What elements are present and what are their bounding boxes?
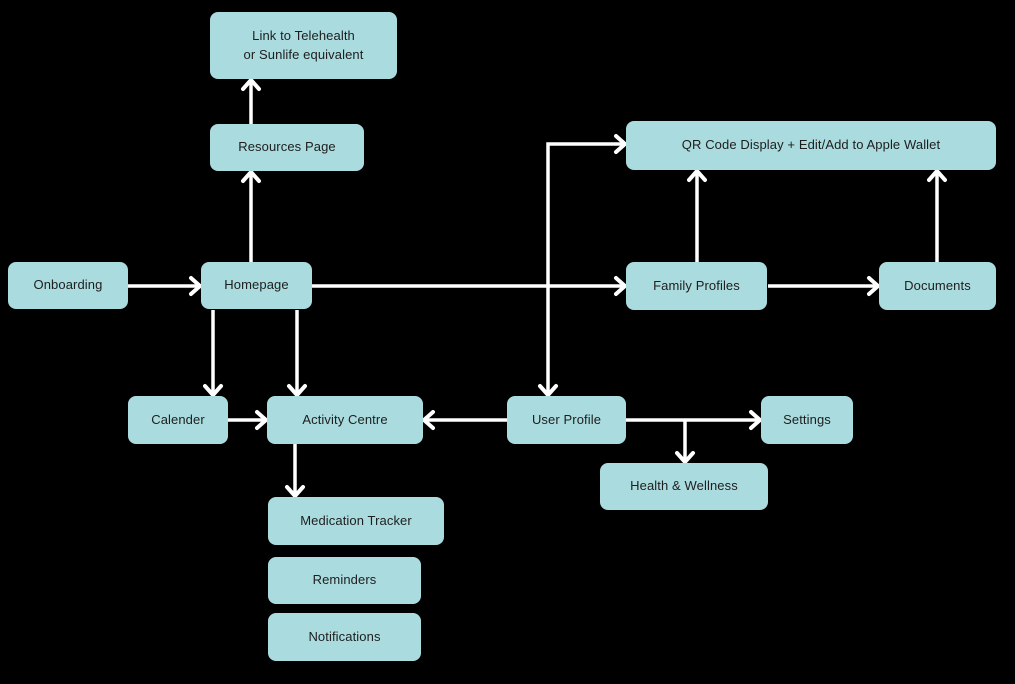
node-label-homepage: Homepage <box>224 277 289 293</box>
node-label-link-telehealth: Link to Telehealth or Sunlife equivalent <box>243 27 364 62</box>
node-calender: Calender <box>128 396 228 444</box>
node-label-user-profile: User Profile <box>531 411 602 427</box>
node-link-telehealth: Link to Telehealth or Sunlife equivalent <box>210 12 397 79</box>
node-label-documents: Documents <box>904 277 971 293</box>
node-reminders: Reminders <box>268 557 421 604</box>
node-settings: Settings <box>761 396 853 444</box>
node-label-settings: Settings <box>783 411 831 427</box>
node-user-profile: User Profile <box>507 396 626 444</box>
node-label-family-profiles: Family Profiles <box>653 277 740 293</box>
node-resources-page: Resources Page <box>210 124 364 171</box>
node-label-resources-page: Resources Page <box>238 139 336 155</box>
node-health-wellness: Health & Wellness <box>600 463 768 510</box>
node-label-calender: Calender <box>151 411 205 427</box>
node-medication-tracker: Medication Tracker <box>268 497 444 545</box>
node-label-activity-centre: Activity Centre <box>302 411 388 427</box>
node-label-onboarding: Onboarding <box>33 277 103 293</box>
node-label-health-wellness: Health & Wellness <box>630 478 738 494</box>
node-label-notifications: Notifications <box>308 628 381 644</box>
node-label-medication-tracker: Medication Tracker <box>300 512 412 528</box>
node-homepage: Homepage <box>201 262 312 309</box>
node-onboarding: Onboarding <box>8 262 128 309</box>
node-notifications: Notifications <box>268 613 421 661</box>
node-activity-centre: Activity Centre <box>267 396 423 444</box>
node-family-profiles: Family Profiles <box>626 262 767 310</box>
node-label-reminders: Reminders <box>312 572 377 588</box>
node-label-qr-wallet: QR Code Display + Edit/Add to Apple Wall… <box>681 137 941 153</box>
node-documents: Documents <box>879 262 996 310</box>
node-qr-wallet: QR Code Display + Edit/Add to Apple Wall… <box>626 121 996 170</box>
connector-user-profile-to-qr-wallet <box>538 134 627 397</box>
